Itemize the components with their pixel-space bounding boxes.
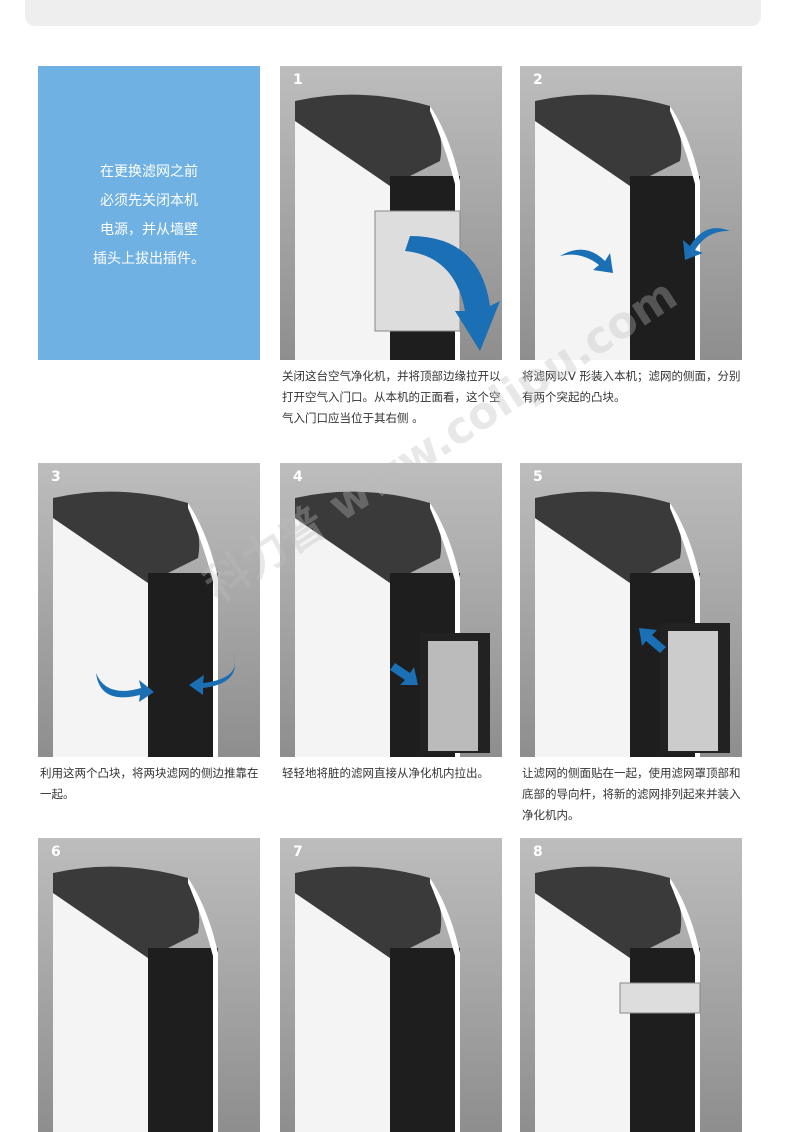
step-image-5: 5 (520, 463, 742, 757)
intro-line: 电源，并从墙壁 (100, 222, 198, 238)
intro-note: 在更换滤网之前 必须先关闭本机 电源，并从墙壁 插头上拔出插件。 (38, 66, 260, 360)
step-image-1: 1 (280, 66, 502, 360)
step-image-2: 2 (520, 66, 742, 360)
air-purifier-illustration (535, 491, 730, 757)
air-purifier-illustration (535, 866, 701, 1132)
step-caption: 将滤网以V 形装入本机；滤网的侧面，分别有两个突起的凸块。 (522, 369, 741, 404)
intro-line: 在更换滤网之前 (100, 164, 198, 180)
step-number: 2 (533, 72, 543, 88)
step-image-7: 7 (280, 838, 502, 1132)
step-number: 4 (293, 469, 303, 485)
step-caption: 关闭这台空气净化机，并将顶部边缘拉开以打开空气入门口。从本机的正面看，这个空气入… (282, 369, 501, 425)
step-caption: 让滤网的侧面贴在一起，使用滤网罩顶部和底部的导向杆，将新的滤网排列起来并装入净化… (522, 766, 741, 822)
step-number: 1 (293, 72, 303, 88)
air-purifier-illustration (53, 491, 235, 757)
step-caption: 利用这两个凸块，将两块滤网的侧边推靠在一起。 (40, 766, 259, 801)
intro-line: 插头上拔出插件。 (93, 251, 205, 267)
step-image-4: 4 (280, 463, 502, 757)
step-number: 7 (293, 844, 303, 860)
air-purifier-illustration (535, 94, 730, 360)
intro-line: 必须先关闭本机 (100, 193, 198, 209)
air-purifier-illustration (295, 94, 500, 360)
step-number: 8 (533, 844, 543, 860)
top-bar (25, 0, 761, 26)
air-purifier-illustration (295, 866, 460, 1132)
step-number: 6 (51, 844, 61, 860)
step-image-6: 6 (38, 838, 260, 1132)
step-image-8: 8 (520, 838, 742, 1132)
air-purifier-illustration (295, 491, 490, 757)
step-image-3: 3 (38, 463, 260, 757)
step-number: 3 (51, 469, 61, 485)
step-caption: 轻轻地将脏的滤网直接从净化机内拉出。 (282, 766, 489, 780)
step-number: 5 (533, 469, 543, 485)
air-purifier-illustration (53, 866, 218, 1132)
arrow-icon (405, 236, 500, 351)
